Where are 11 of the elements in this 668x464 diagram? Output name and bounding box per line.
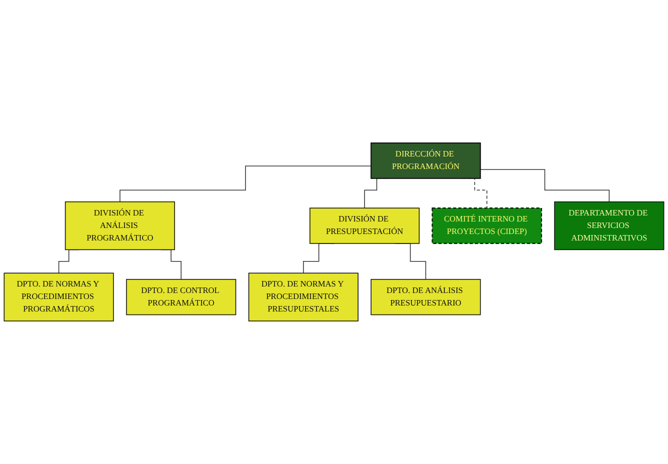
connector [480,169,610,202]
node-box: DPTO. DE ANÁLISIS PRESUPUESTARIO [370,278,481,316]
node-box: COMITÉ INTERNO DE PROYECTOS (CIDEP) [432,208,542,244]
connector [120,166,372,202]
node-box: DIVISIÓN DE PRESUPUESTACIÓN [310,208,420,244]
node-box: DPTO. DE NORMAS Y PROCEDIMIENTOS PRESUPUESTALES [248,272,358,322]
node-box: DEPARTAMENTO DE SERVICIOS ADMINISTRATIVOS [554,201,664,250]
node-box: DIVISIÓN DE ANÁLISIS PROGRAMÁTICO [64,201,175,250]
node-box: DIRECCIÓN DE PROGRAMACIÓN [370,142,481,179]
node-box: DPTO. DE NORMAS Y PROCEDIMIENTOS PROGRAMÁTICOS [4,272,114,322]
node-box: DPTO. DE CONTROL PROGRAMÁTICO [126,278,236,316]
